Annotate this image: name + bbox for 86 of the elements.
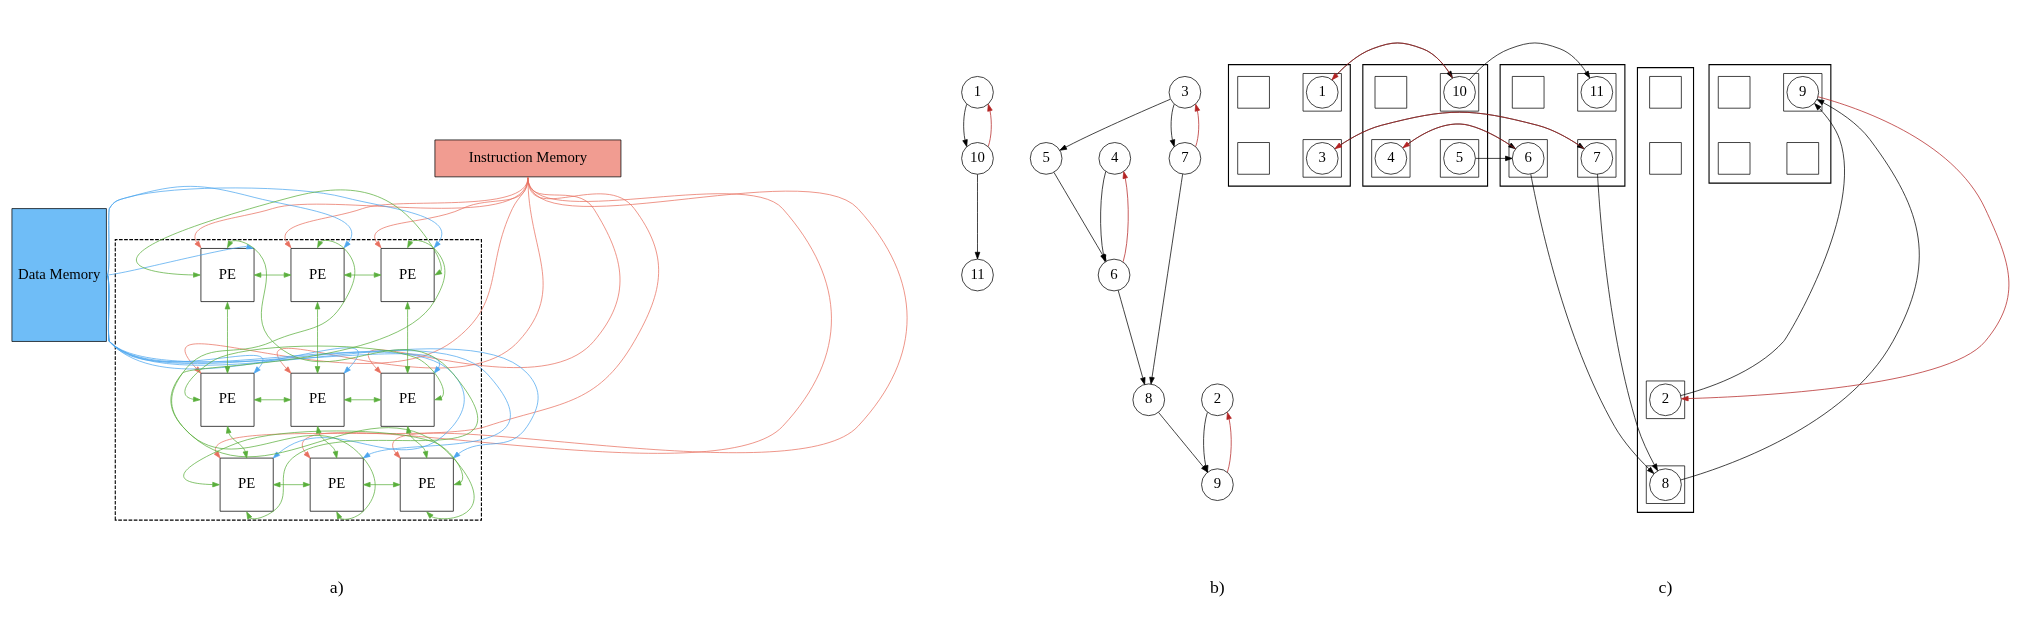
node-circle: 10 <box>961 141 994 175</box>
node-box: PE <box>290 247 345 302</box>
arrow <box>1122 170 1129 262</box>
node-circle: 5 <box>1029 141 1063 175</box>
node-circle: 3 <box>1306 141 1339 175</box>
cluster <box>1636 66 1695 513</box>
arrow <box>404 301 411 374</box>
node-box <box>1511 75 1545 109</box>
node-box <box>1717 75 1751 109</box>
arrow <box>1053 171 1107 261</box>
node-circle: 1 <box>961 75 994 109</box>
arrow <box>106 185 352 275</box>
node-circle: 2 <box>1201 383 1234 416</box>
arrow <box>183 430 464 487</box>
arrow <box>1059 98 1171 151</box>
node-circle: 10 <box>1443 75 1476 109</box>
node-circle: 1 <box>1306 75 1339 109</box>
arrow <box>1149 173 1183 384</box>
arrow <box>184 345 444 402</box>
node-box <box>1237 75 1270 109</box>
arrow <box>343 271 382 278</box>
arrow <box>316 425 339 458</box>
node-circle: 11 <box>961 258 994 291</box>
node-box: PE <box>200 247 255 302</box>
arrow <box>1117 289 1146 385</box>
label: b) <box>1210 576 1225 597</box>
arrow <box>1680 98 1920 480</box>
cluster <box>1227 63 1351 187</box>
node-circle: 6 <box>1511 141 1545 175</box>
arrow <box>406 425 429 458</box>
arrow <box>1530 173 1655 474</box>
arrow <box>170 239 475 519</box>
arrow <box>1226 411 1232 473</box>
node-circle: 8 <box>1132 383 1165 416</box>
arrow <box>224 301 231 374</box>
arrow <box>227 239 478 519</box>
node-circle: 7 <box>1168 141 1202 175</box>
node-box <box>1237 141 1270 175</box>
node-box: PE <box>380 372 435 427</box>
arrow <box>1475 155 1513 161</box>
label: a) <box>329 576 344 597</box>
arrow <box>1680 102 1845 396</box>
node-box: PE <box>200 372 255 427</box>
node-circle: 6 <box>1097 258 1131 291</box>
arrow <box>226 425 249 458</box>
arrow <box>273 481 311 487</box>
arrow <box>1681 95 2010 401</box>
arrow <box>962 103 968 147</box>
arrow <box>253 396 292 402</box>
node-box <box>1374 75 1408 109</box>
node-box: Data Memory <box>11 207 107 342</box>
node-box <box>1649 141 1682 175</box>
arrow <box>253 271 292 278</box>
label: c) <box>1658 576 1673 597</box>
node-box: PE <box>399 457 454 512</box>
node-circle: 4 <box>1374 141 1408 175</box>
node-box: PE <box>309 457 364 512</box>
arrow <box>1100 170 1107 262</box>
node-box: PE <box>380 247 435 302</box>
cluster <box>1362 63 1489 187</box>
arrow <box>974 173 981 259</box>
cluster <box>1499 63 1626 187</box>
node-circle: 4 <box>1098 141 1132 175</box>
arrow <box>1169 103 1176 147</box>
node-circle: 7 <box>1580 141 1614 175</box>
arrow <box>106 243 254 275</box>
node-box <box>1649 75 1682 109</box>
node-circle: 2 <box>1649 383 1682 416</box>
arrow <box>1194 103 1201 147</box>
node-box <box>1717 141 1751 175</box>
node-circle: 11 <box>1580 75 1614 109</box>
arrow <box>363 481 401 487</box>
arrow <box>314 301 321 374</box>
node-box: PE <box>219 457 274 512</box>
node-box: Instruction Memory <box>434 139 622 177</box>
arrow <box>171 239 376 520</box>
arrow <box>343 396 382 402</box>
node-circle: 3 <box>1168 75 1202 109</box>
arrow <box>987 103 993 147</box>
arrow <box>1468 42 1591 80</box>
arrow <box>1597 173 1658 471</box>
node-box: PE <box>290 372 345 427</box>
node-box <box>1786 141 1820 175</box>
cluster <box>1708 63 1832 184</box>
node-circle: 5 <box>1443 141 1476 175</box>
node-circle: 9 <box>1201 467 1234 501</box>
